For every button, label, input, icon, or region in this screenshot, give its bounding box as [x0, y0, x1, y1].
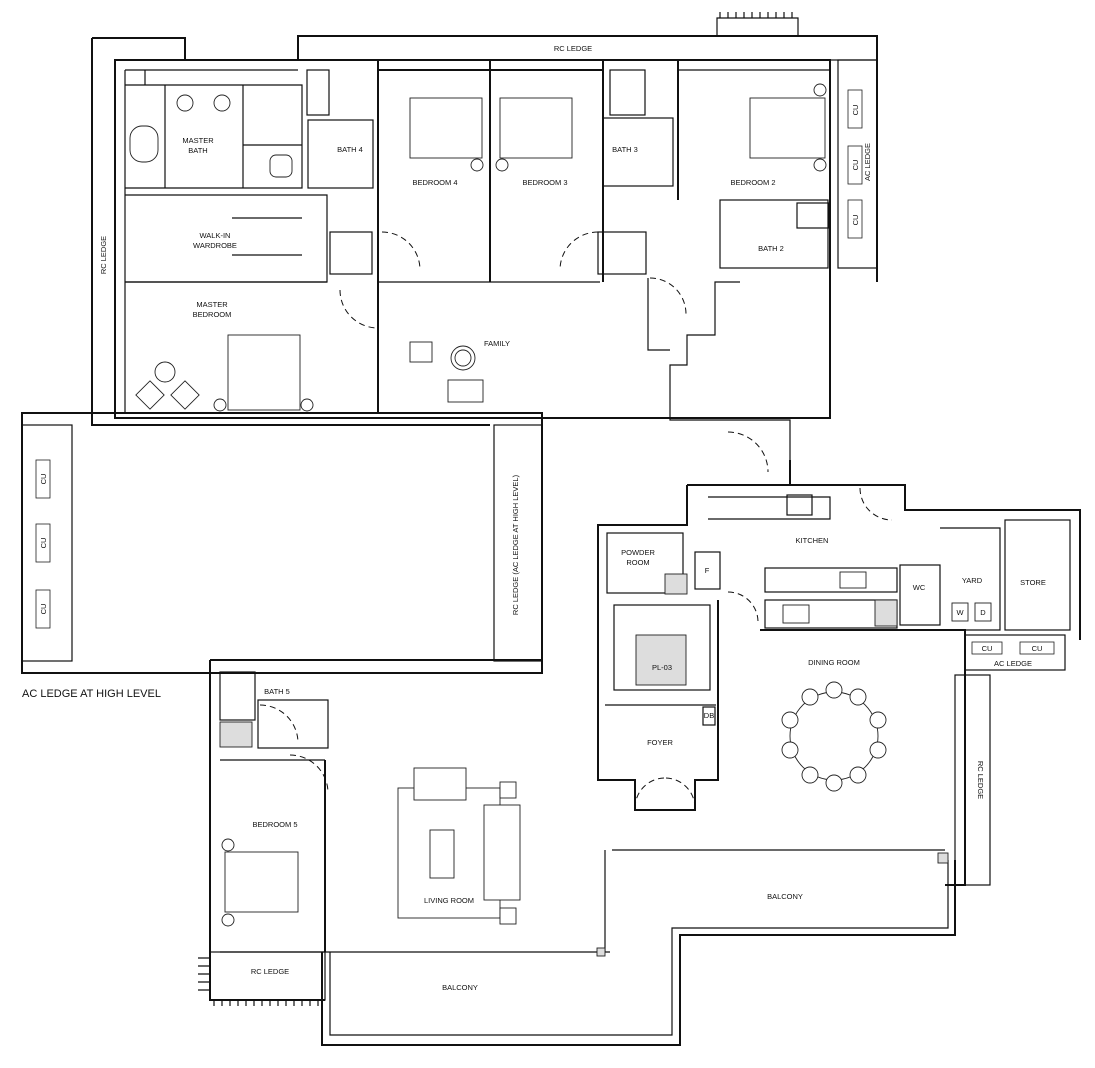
cu-label: CU [851, 160, 860, 171]
lower-left-walls [198, 659, 956, 1046]
label-bath-3: BATH 3 [612, 145, 638, 154]
cu-label: CU [39, 474, 48, 485]
label-ac-ledge-yard: AC LEDGE [994, 659, 1032, 668]
label-wc: WC [913, 583, 926, 592]
cu-label: CU [851, 105, 860, 116]
room-labels: MASTER BATH WALK-IN WARDROBE MASTER BEDR… [182, 136, 1045, 992]
label-walk-in-wardrobe: WALK-IN [200, 231, 231, 240]
label-bedroom-5: BEDROOM 5 [252, 820, 297, 829]
furniture [129, 83, 887, 927]
bed-icon [499, 97, 573, 159]
cu-label: CU [982, 644, 993, 653]
cu-label: CU [1032, 644, 1043, 653]
coffee-table-icon [429, 829, 455, 879]
label-walk-in-wardrobe-2: WARDROBE [193, 241, 237, 250]
label-rc-ledge-ac-high: RC LEDGE (AC LEDGE AT HIGH LEVEL) [511, 474, 520, 615]
cu-label: CU [39, 604, 48, 615]
ledge-labels: RC LEDGE RC LEDGE AC LEDGE RC LEDGE (AC … [22, 44, 1032, 976]
bed-icon [749, 97, 826, 159]
label-powder-room: POWDER [621, 548, 655, 557]
ac-ledge-block [21, 412, 543, 674]
label-rc-ledge-right: RC LEDGE [976, 761, 985, 799]
upper-wing-walls [91, 12, 878, 460]
table-icon [154, 361, 176, 383]
label-bath-2: BATH 2 [758, 244, 784, 253]
label-kitchen: KITCHEN [796, 536, 829, 545]
basin-icon [213, 94, 231, 112]
label-master-bedroom-2: BEDROOM [193, 310, 232, 319]
label-master-bath: MASTER [182, 136, 214, 145]
label-living-room: LIVING ROOM [424, 896, 474, 905]
label-db: DB [704, 711, 714, 720]
label-rc-ledge-left: RC LEDGE [99, 236, 108, 274]
toilet-icon [269, 154, 293, 178]
bed-icon [227, 334, 301, 411]
label-balcony-bottom: BALCONY [442, 983, 478, 992]
label-master-bath-2: BATH [188, 146, 207, 155]
label-rc-ledge-bottom: RC LEDGE [251, 967, 289, 976]
label-bath-4: BATH 4 [337, 145, 363, 154]
label-family: FAMILY [484, 339, 510, 348]
bed-icon [224, 851, 299, 913]
label-foyer: FOYER [647, 738, 673, 747]
cu-labels: CU CU CU CU CU CU CU CU [39, 105, 1042, 653]
label-dining-room: DINING ROOM [808, 658, 860, 667]
armchair-icon [413, 767, 467, 801]
label-ac-ledge-right: AC LEDGE [863, 143, 872, 181]
label-pl-03: PL-03 [652, 663, 672, 672]
label-ac-ledge-high-level: AC LEDGE AT HIGH LEVEL [22, 688, 161, 700]
label-master-bedroom: MASTER [196, 300, 228, 309]
label-balcony-right: BALCONY [767, 892, 803, 901]
label-powder-room-2: ROOM [626, 558, 649, 567]
label-bedroom-4: BEDROOM 4 [412, 178, 457, 187]
sofa-icon [483, 804, 521, 901]
door-swings [259, 231, 893, 809]
label-dryer: D [980, 608, 986, 617]
bed-icon [409, 97, 483, 159]
dining-table-icon [789, 691, 879, 781]
cu-label: CU [851, 215, 860, 226]
label-washer: W [956, 608, 964, 617]
bathtub-icon [129, 125, 159, 163]
cu-label: CU [39, 538, 48, 549]
label-bedroom-3: BEDROOM 3 [522, 178, 567, 187]
label-store: STORE [1020, 578, 1046, 587]
basin-icon [176, 94, 194, 112]
label-fridge: F [705, 566, 710, 575]
label-bath-5: BATH 5 [264, 687, 290, 696]
label-yard: YARD [962, 576, 983, 585]
label-bedroom-2: BEDROOM 2 [730, 178, 775, 187]
label-rc-ledge-top: RC LEDGE [554, 44, 592, 53]
right-wing-walls [597, 460, 1081, 886]
